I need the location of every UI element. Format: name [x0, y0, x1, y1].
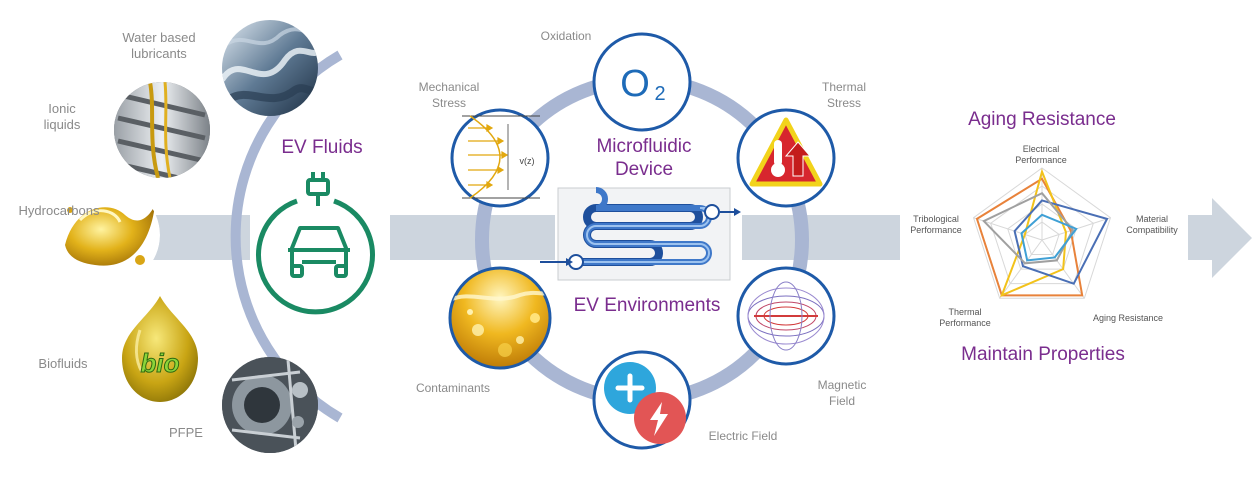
magnetic-field-icon [747, 281, 825, 351]
velocity-arrows-icon [468, 123, 509, 190]
water-based-lubricants-label: Water based lubricants [122, 30, 196, 61]
biofluids-label: Biofluids [38, 356, 88, 371]
microfluidic-chip [540, 187, 741, 281]
radar-series-4 [982, 191, 1075, 265]
hydrocarbons-image [60, 185, 160, 285]
ev-environments-title: EV Environments [573, 295, 721, 316]
radar-axis-label-material: Material Compatibility [1126, 214, 1178, 235]
up-arrow-icon [784, 141, 812, 177]
output-arrow-icon [1188, 198, 1252, 278]
radar-series-3 [1013, 199, 1109, 285]
oxidation-label: Oxidation [540, 29, 592, 43]
radar-axis-label-electrical: Electrical Performance [1015, 144, 1067, 165]
thermal-stress-node [736, 108, 836, 208]
contaminants-label: Contaminants [415, 381, 491, 395]
oxygen-subscript: 2 [654, 83, 665, 105]
bio-drop-label: bio [141, 348, 180, 378]
ionic-liquids-label: Ionic liquids [43, 101, 81, 132]
radar-axis-label-thermal: Thermal Performance [939, 307, 991, 328]
radar-axis-label-aging: Aging Resistance [1092, 313, 1164, 323]
ev-plug-car-icon [256, 172, 375, 315]
radar-grid-ring [990, 185, 1094, 285]
radar-axis-label-tribological: Tribological Performance [910, 214, 962, 235]
ev-fluids-title: EV Fluids [281, 137, 363, 158]
radar-chart [972, 167, 1112, 299]
contaminants-node [448, 266, 552, 370]
thermal-stress-label: Thermal Stress [821, 80, 866, 110]
lightning-icon [650, 402, 668, 436]
radar-grid-ring [1007, 203, 1077, 270]
biofluids-image: bio [122, 296, 198, 402]
aging-resistance-title: Aging Resistance [968, 109, 1116, 130]
velocity-label: v(z) [520, 156, 535, 166]
hydrocarbons-label: Hydrocarbons [18, 203, 100, 218]
pfpe-label: PFPE [169, 425, 203, 440]
microfluidic-device-title: Microfluidic Device [596, 136, 692, 180]
radar-series-5 [1020, 213, 1078, 262]
mechanical-stress-node: v(z) [450, 108, 550, 208]
ionic-liquids-image [114, 82, 210, 178]
radar-axis-line [999, 239, 1043, 299]
electric-field-label: Electric Field [708, 429, 778, 443]
oxygen-symbol: O [620, 63, 650, 105]
magnetic-field-label: Magnetic Field [817, 378, 867, 408]
plus-icon [615, 373, 645, 403]
pfpe-image [222, 357, 318, 453]
radar-grid-ring [972, 167, 1112, 299]
maintain-properties-title: Maintain Properties [961, 344, 1125, 365]
thermometer-icon [771, 140, 785, 177]
water-based-lubricants-image [222, 20, 318, 116]
oxidation-node: O 2 [592, 32, 692, 132]
mechanical-stress-label: Mechanical Stress [418, 80, 480, 110]
radar-grid-ring [1024, 221, 1060, 256]
electric-field-node [592, 350, 692, 450]
magnetic-field-node [736, 266, 836, 366]
